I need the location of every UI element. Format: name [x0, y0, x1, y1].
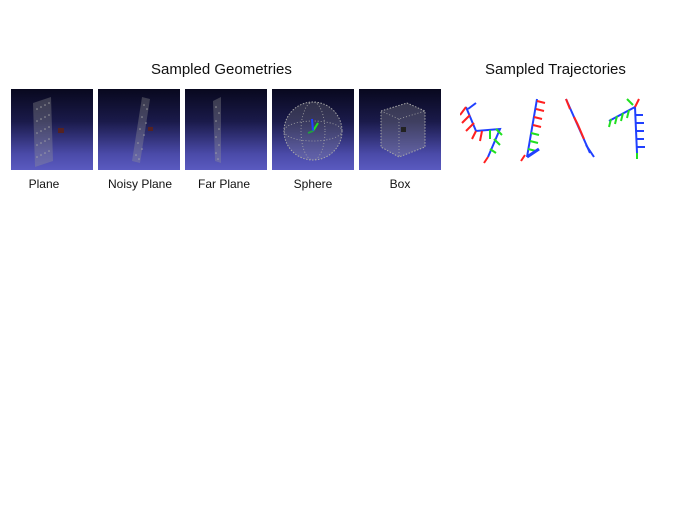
noisy-plane-thumbnail — [98, 89, 180, 170]
noisy-plane-label: Noisy Plane — [107, 177, 173, 191]
far-plane-label: Far Plane — [197, 177, 251, 191]
sampled-geometries-title: Sampled Geometries — [151, 61, 292, 78]
plane-point-cloud — [33, 97, 64, 167]
noisy-plane-point-cloud — [132, 97, 153, 163]
far-plane-point-cloud — [213, 97, 221, 163]
sampled-trajectories-title: Sampled Trajectories — [485, 61, 626, 78]
box-thumbnail — [359, 89, 441, 170]
box-label: Box — [389, 177, 411, 191]
trajectory-3 — [565, 98, 595, 158]
sphere-label: Sphere — [293, 177, 333, 191]
sphere-thumbnail — [272, 89, 354, 170]
box-point-cloud — [380, 102, 426, 158]
trajectory-2 — [520, 98, 546, 162]
trajectory-1 — [460, 102, 503, 164]
plane-thumbnail — [11, 89, 93, 170]
plane-label: Plane — [28, 177, 60, 191]
sphere-point-cloud — [283, 101, 343, 161]
far-plane-thumbnail — [185, 89, 267, 170]
trajectory-4 — [608, 98, 645, 159]
